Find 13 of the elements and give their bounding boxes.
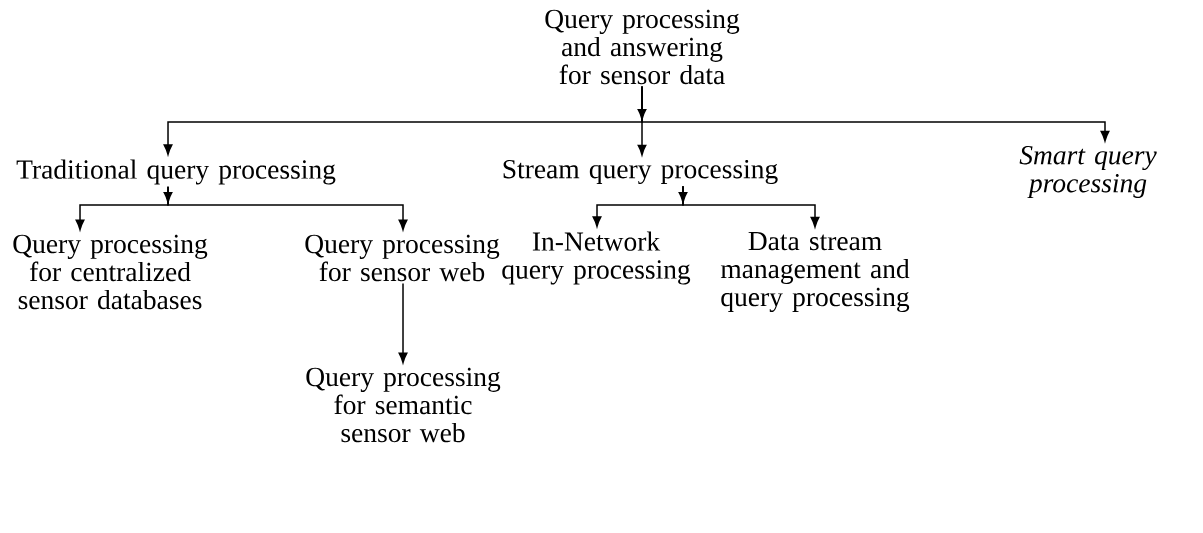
arrow bbox=[167, 185, 408, 231]
tree-label: Query processing for sensor web bbox=[305, 234, 500, 282]
tree-label: Smart query processing bbox=[1019, 145, 1157, 198]
arrow bbox=[682, 185, 820, 228]
tree-label: In-Network query processing bbox=[502, 231, 691, 285]
tree-label: Query processing for centralized sensor databases bbox=[13, 234, 208, 310]
tree-label: Traditional query processing bbox=[16, 159, 336, 185]
tree-label: Stream query processing bbox=[503, 159, 778, 185]
tree-label: Data stream management and query processing bbox=[720, 232, 910, 312]
arrow bbox=[398, 282, 408, 364]
arrow bbox=[641, 85, 1110, 142]
tree-label: Query processing for semantic sensor web bbox=[306, 367, 501, 443]
tree-label: Query processing and answering for sensor data bbox=[545, 9, 740, 85]
